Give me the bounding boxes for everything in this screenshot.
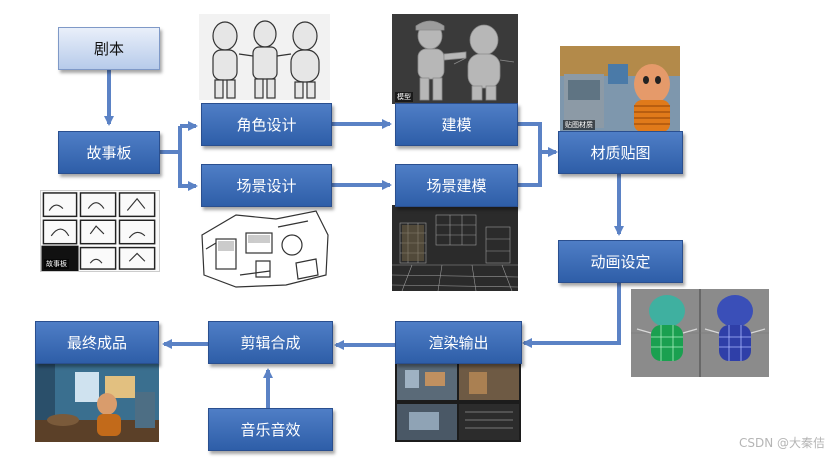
scene-modeling-box: 场景建模 [395, 164, 518, 207]
render-output-label: 渲染输出 [428, 334, 489, 352]
storyboard-sketch-image: 故事板 [40, 190, 160, 272]
animation-rig-image [631, 289, 769, 377]
watermark-text: CSDN @大秦佶 [738, 436, 825, 450]
modeling-label: 建模 [441, 116, 472, 134]
arrow-animation-to-render [522, 283, 621, 348]
script-box: 剧本 [58, 27, 160, 70]
scene-model-drawing [392, 205, 518, 291]
script-label: 剧本 [93, 40, 124, 58]
storyboard-box: 故事板 [58, 131, 160, 174]
arrow-storyboard-to-scene-design [178, 152, 198, 191]
arrow-storyboard-branch [160, 126, 182, 154]
model-render-image: 模型 [392, 14, 518, 104]
storyboard-sketch-drawing [41, 192, 156, 271]
storyboard-label: 故事板 [86, 144, 132, 162]
character-design-box: 角色设计 [201, 103, 332, 146]
model-render-drawing [392, 14, 518, 104]
animation-setup-label: 动画设定 [590, 253, 651, 271]
final-product-drawing [35, 362, 159, 442]
model-image-tag: 模型 [395, 92, 413, 102]
scene-design-label: 场景设计 [236, 177, 297, 195]
arrow-modeling-to-texturing [518, 122, 542, 152]
scene-modeling-label: 场景建模 [426, 177, 487, 195]
music-sfx-box: 音乐音效 [208, 408, 333, 451]
render-output-image [395, 362, 521, 442]
render-output-box: 渲染输出 [395, 321, 522, 364]
scene-sketch-image [196, 205, 332, 289]
edit-compose-label: 剪辑合成 [240, 334, 301, 352]
character-design-label: 角色设计 [236, 116, 297, 134]
edit-compose-box: 剪辑合成 [208, 321, 333, 364]
storyboard-image-tag: 故事板 [44, 259, 69, 269]
animation-rig-drawing [631, 289, 769, 377]
texture-render-image: 贴图材质 [560, 46, 680, 132]
texturing-label: 材质贴图 [590, 144, 651, 162]
character-sketch-image [199, 14, 330, 100]
render-output-drawing [395, 362, 521, 442]
scene-sketch-drawing [201, 210, 329, 288]
texture-render-drawing [560, 46, 680, 132]
final-product-image [35, 362, 159, 442]
final-product-label: 最终成品 [66, 334, 127, 352]
texturing-box: 材质贴图 [558, 131, 683, 174]
modeling-box: 建模 [395, 103, 518, 146]
character-sketch-drawing [212, 20, 320, 99]
scene-model-image [392, 205, 518, 291]
music-sfx-label: 音乐音效 [240, 421, 301, 439]
arrow-scene-modeling-to-texturing [518, 147, 558, 187]
animation-setup-box: 动画设定 [558, 240, 683, 283]
scene-design-box: 场景设计 [201, 164, 332, 207]
texture-image-tag: 贴图材质 [563, 120, 595, 130]
final-product-box: 最终成品 [35, 321, 159, 364]
